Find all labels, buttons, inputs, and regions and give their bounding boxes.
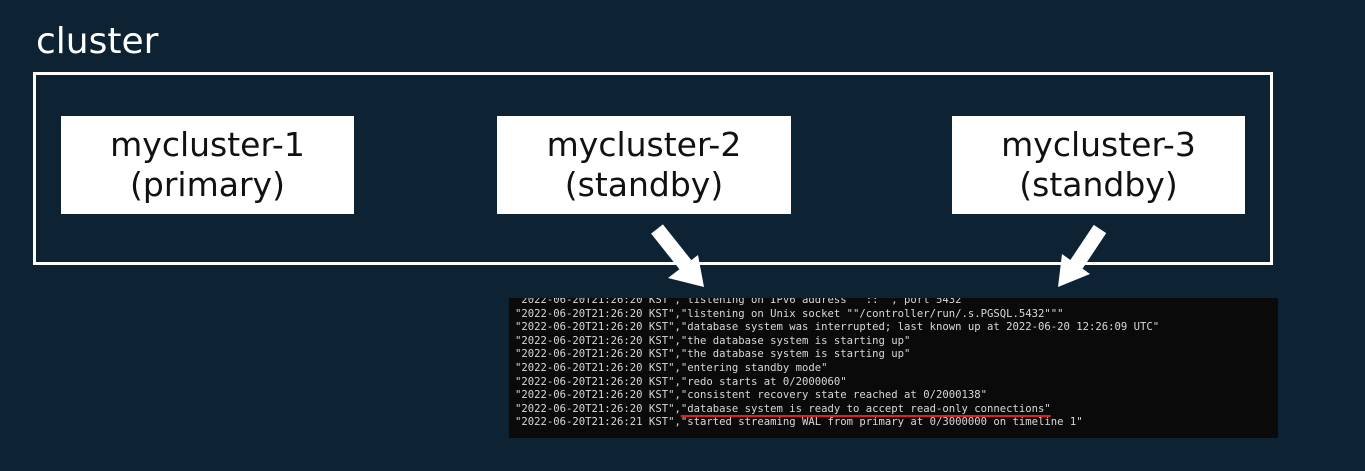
log-timestamp: "2022-06-20T21:26:20 KST",: [515, 298, 681, 306]
log-message: "the database system is starting up": [680, 334, 911, 347]
log-timestamp: "2022-06-20T21:26:20 KST",: [515, 307, 681, 320]
node-role: (primary): [130, 165, 285, 204]
log-message: "listening on IPv6 address ""::"", port …: [680, 298, 968, 306]
node-mycluster-3: mycluster-3 (standby): [952, 116, 1245, 214]
log-lines: "2022-06-20T21:26:20 KST","listening on …: [515, 298, 1159, 430]
log-line: "2022-06-20T21:26:20 KST","the database …: [515, 335, 1159, 349]
log-timestamp: "2022-06-20T21:26:20 KST",: [515, 334, 681, 347]
log-message: "database system is ready to accept read…: [680, 402, 1051, 415]
log-message: "database system was interrupted; last k…: [680, 321, 1160, 334]
node-name: mycluster-1: [110, 125, 305, 164]
log-line: "2022-06-20T21:26:20 KST","entering stan…: [515, 362, 1159, 376]
log-timestamp: "2022-06-20T21:26:20 KST",: [515, 348, 681, 361]
log-line: "2022-06-20T21:26:20 KST","database syst…: [515, 403, 1159, 417]
arrow-down-left-icon: [1058, 224, 1107, 287]
node-name: mycluster-2: [546, 125, 742, 164]
node-mycluster-1: mycluster-1 (primary): [61, 116, 354, 214]
log-message: "the database system is starting up": [680, 348, 911, 361]
log-line: "2022-06-20T21:26:20 KST","redo starts a…: [515, 376, 1159, 390]
arrow-down-right-icon: [651, 224, 704, 287]
log-message: "listening on Unix socket ""/controller/…: [680, 307, 1064, 320]
log-line: "2022-06-20T21:26:21 KST","started strea…: [515, 416, 1159, 430]
log-timestamp: "2022-06-20T21:26:20 KST",: [515, 389, 681, 402]
log-line: "2022-06-20T21:26:20 KST","consistent re…: [515, 389, 1159, 403]
log-timestamp: "2022-06-20T21:26:20 KST",: [515, 375, 681, 388]
log-message: "started streaming WAL from primary at 0…: [680, 416, 1083, 429]
log-message: "entering standby mode": [680, 361, 828, 374]
log-timestamp: "2022-06-20T21:26:20 KST",: [515, 361, 681, 374]
log-panel: "2022-06-20T21:26:20 KST","listening on …: [509, 298, 1278, 438]
arrow-head: [668, 255, 704, 287]
node-role: (standby): [1019, 165, 1178, 204]
arrow-shaft: [651, 224, 694, 273]
node-role: (standby): [564, 165, 724, 204]
log-timestamp: "2022-06-20T21:26:20 KST",: [515, 402, 681, 415]
log-line: "2022-06-20T21:26:20 KST","listening on …: [515, 308, 1159, 322]
node-mycluster-2: mycluster-2 (standby): [497, 116, 791, 214]
arrow-head: [1058, 254, 1090, 287]
log-timestamp: "2022-06-20T21:26:20 KST",: [515, 321, 681, 334]
log-line: "2022-06-20T21:26:20 KST","database syst…: [515, 321, 1159, 335]
cluster-frame: [33, 72, 1273, 265]
log-timestamp: "2022-06-20T21:26:21 KST",: [515, 416, 681, 429]
log-message: "consistent recovery state reached at 0/…: [680, 389, 987, 402]
cluster-title: cluster: [36, 21, 159, 62]
log-line: "2022-06-20T21:26:20 KST","listening on …: [515, 298, 1159, 308]
log-message: "redo starts at 0/2000060": [680, 375, 847, 388]
node-name: mycluster-3: [1001, 125, 1196, 164]
arrow-shaft: [1067, 224, 1107, 273]
log-line: "2022-06-20T21:26:20 KST","the database …: [515, 348, 1159, 362]
